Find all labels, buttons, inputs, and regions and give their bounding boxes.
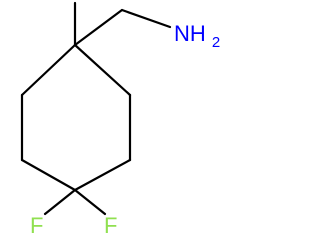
molecule-diagram: NH 2 F F bbox=[20, 1, 220, 238]
amine-symbol: NH bbox=[174, 21, 206, 46]
bond-c6-c1 bbox=[20, 43, 77, 97]
fluorine-left-label: F bbox=[30, 213, 43, 238]
amine-subscript: 2 bbox=[212, 34, 220, 51]
fluorine-right-label: F bbox=[104, 213, 117, 238]
amine-label: NH 2 bbox=[174, 21, 220, 51]
bond-c1-ch2 bbox=[73, 8, 124, 47]
bond-c1-c2 bbox=[73, 43, 132, 97]
structure-canvas: NH 2 F F bbox=[20, 1, 221, 238]
bond-ch2-n bbox=[120, 8, 172, 29]
bond-c4-c5 bbox=[20, 158, 77, 192]
bond-c4-f-left bbox=[43, 188, 77, 216]
bond-c3-c4 bbox=[73, 158, 132, 192]
bond-c4-f-right bbox=[73, 188, 107, 216]
